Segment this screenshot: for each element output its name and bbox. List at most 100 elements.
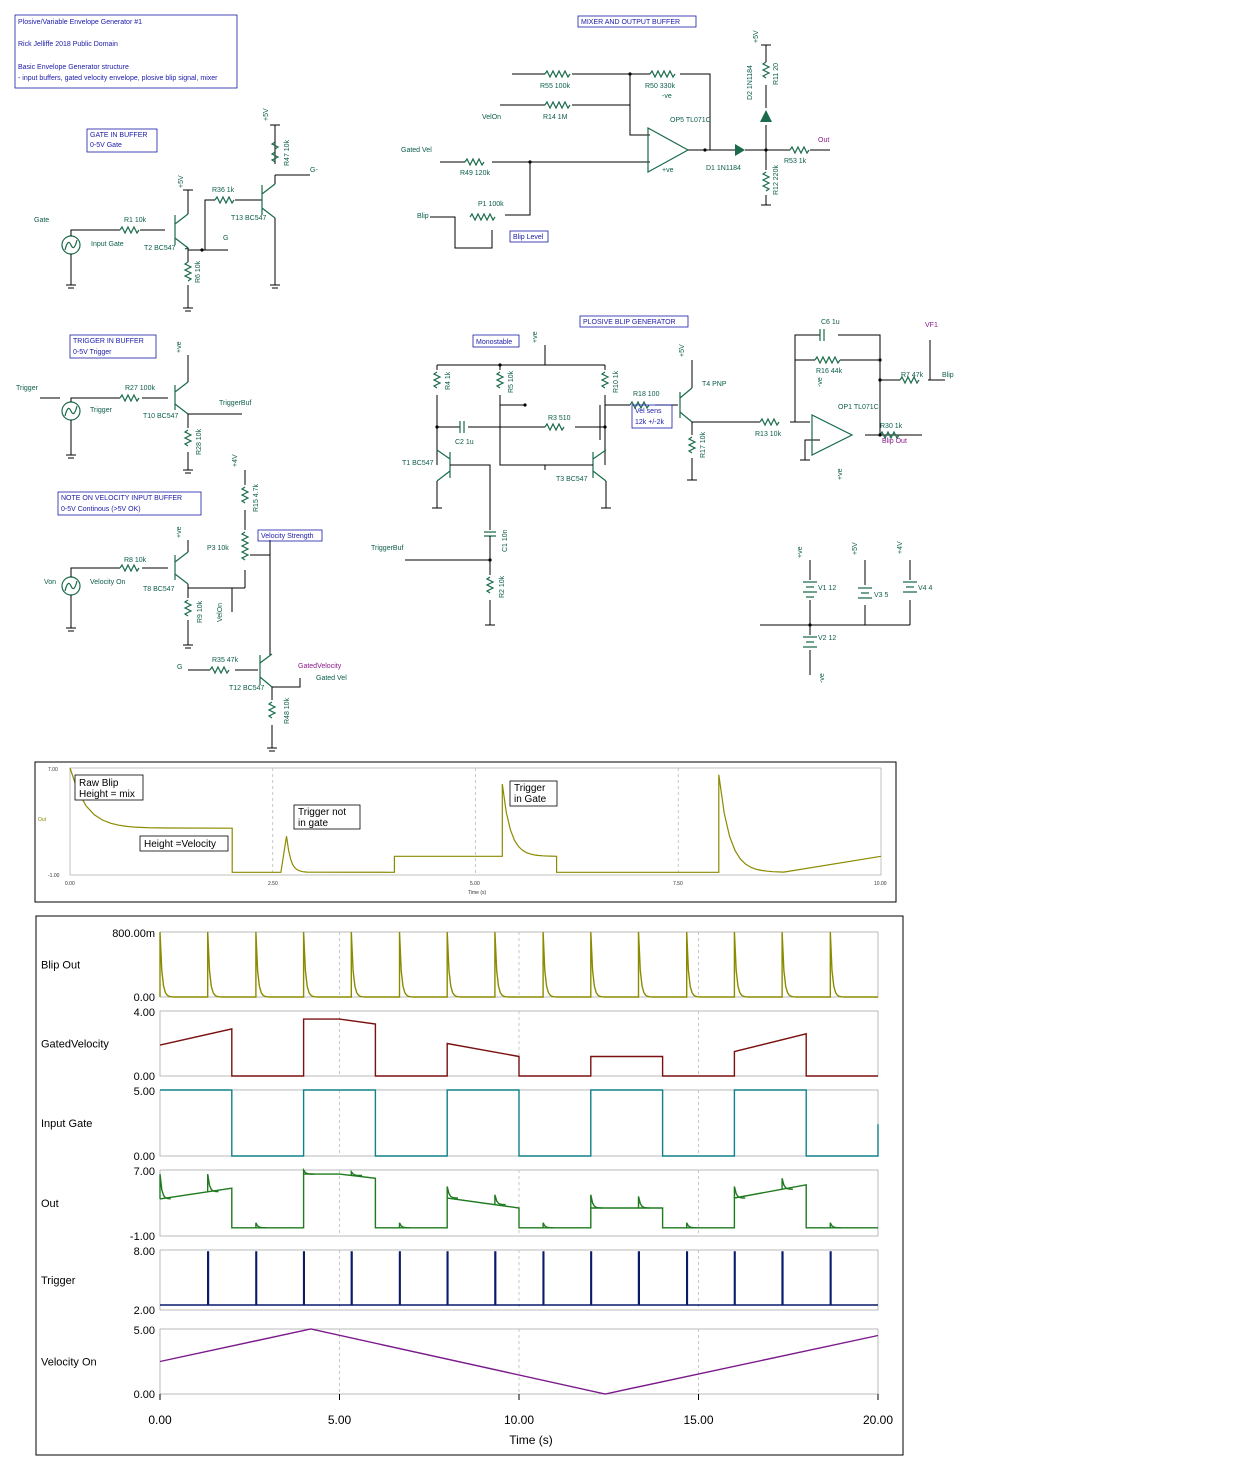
r17-label: R17 10k [700, 431, 707, 458]
series-label-input-gate: Input Gate [41, 1118, 92, 1130]
ytick-bottom-blip-out: 0.00 [134, 992, 155, 1004]
blip-output-label: Blip [942, 372, 954, 379]
power-supplies: +ve V1 12 +5V V3 5 +4V V4 4 V2 12 -ve [760, 541, 933, 683]
trigger-input-label: Trigger [16, 385, 39, 392]
out-spike [207, 1173, 219, 1193]
gate-input-label: Gate [34, 217, 49, 224]
trace-blip-out [159, 931, 878, 998]
g-minus-label: G- [310, 167, 318, 174]
mixer-plus-ve: +ve [662, 167, 674, 174]
mixer-title: MIXER AND OUTPUT BUFFER [581, 19, 680, 26]
r12-label: R12 220k [773, 165, 780, 195]
velocity-buffer-title: NOTE ON VELOCITY INPUT BUFFER [61, 495, 182, 502]
r53-label: R53 1k [784, 158, 807, 165]
mini-xtick-2: 5.00 [470, 881, 480, 887]
trigger-buffer-section: TRIGGER IN BUFFER 0-5V Trigger Trigger R… [16, 334, 251, 474]
trace-out [159, 1173, 878, 1229]
out-label: Out [818, 137, 829, 144]
triggerbuf-label: TriggerBuf [219, 400, 251, 407]
p3-label: P3 10k [207, 545, 229, 552]
mini-xtick-0: 0.00 [65, 881, 75, 887]
r5-label: R5 10k [508, 370, 515, 393]
vel-sens-line2: 12k +/-2k [635, 419, 664, 426]
r35-label: R35 47k [212, 657, 239, 664]
header-line-2: Rick Jelliffe 2018 Public Domain [18, 41, 118, 48]
header-line-4: - input buffers, gated velocity envelope… [18, 75, 218, 82]
svg-text:Height =Velocity: Height =Velocity [144, 839, 216, 850]
velocity-buffer-section: NOTE ON VELOCITY INPUT BUFFER 0-5V Conti… [44, 454, 347, 752]
mini-xlabel: Time (s) [468, 890, 486, 896]
plus4v-label: +4V [232, 454, 239, 467]
d1-label: D1 1N1184 [706, 165, 741, 172]
supply-5v-label: +5V [852, 542, 859, 555]
plosive-minus-ve: -ve [817, 377, 824, 387]
out-spike [494, 1194, 506, 1206]
r16-label: R16 44k [816, 368, 843, 375]
note-height-velocity: Height =Velocity [139, 835, 229, 852]
trigger-source-label: Trigger [90, 407, 113, 414]
header-line-3: Basic Envelope Generator structure [18, 64, 129, 71]
series-label-trigger: Trigger [41, 1275, 76, 1287]
svg-text:Height = mix: Height = mix [79, 789, 135, 800]
gate-buffer-section: GATE IN BUFFER 0-5V Gate Gate R1 10k Inp… [34, 108, 318, 312]
r8-label: R8 10k [124, 557, 147, 564]
trace-velocity-on [159, 1328, 879, 1395]
panel-blip-out: Blip Out 800.00m 0.00 [41, 928, 879, 1004]
series-label-gatedvelocity: GatedVelocity [41, 1039, 109, 1051]
out-spike [398, 1222, 411, 1229]
vf1-label: VF1 [925, 322, 938, 329]
gate-buffer-subtitle: 0-5V Gate [90, 142, 122, 149]
r1-label: R1 10k [124, 217, 147, 224]
velocity-strength-box: Velocity Strength [261, 533, 314, 540]
input-gate-label: Input Gate [91, 241, 124, 248]
velon-label: VelOn [217, 603, 224, 622]
out-spike [542, 1222, 554, 1229]
r50-label: R50 330k [645, 83, 675, 90]
trigger-buffer-title: TRIGGER IN BUFFER [73, 338, 144, 345]
mini-plot: 7.00 Out -1.00 0.00 2.50 5.00 7.50 10.00… [34, 761, 897, 903]
mixer-minus-ve: -ve [662, 93, 672, 100]
svg-text:Raw Blip: Raw Blip [79, 778, 119, 789]
vel-sens-line1: Vel sens [635, 408, 662, 415]
out-spike [350, 1169, 363, 1177]
note-trigger-not-in-gate: Trigger not in gate [293, 804, 361, 830]
v2-label: V2 12 [818, 635, 836, 642]
xtick-label: 20.00 [863, 1413, 893, 1427]
blip-level-box: Blip Level [513, 234, 544, 241]
mini-xtick-3: 7.50 [673, 881, 683, 887]
r13-label: R13 10k [755, 431, 782, 438]
t1-label: T1 BC547 [402, 460, 434, 467]
supply-ve-label: +ve [797, 546, 804, 558]
ytick-top-blip-out: 800.00m [112, 928, 155, 940]
v4-label: V4 4 [918, 585, 933, 592]
mini-ytick-top: 7.00 [48, 767, 58, 773]
r48-label: R48 10k [284, 697, 291, 724]
out-spike [637, 1196, 650, 1209]
series-label-out: Out [41, 1198, 59, 1210]
c1-label: C1 10n [502, 529, 509, 552]
svg-text:Trigger not: Trigger not [298, 807, 346, 818]
r49-label: R49 120k [460, 170, 490, 177]
blip-mixer-label: Blip [417, 213, 429, 220]
out-spike [781, 1178, 793, 1190]
header-box: Plosive/Variable Envelope Generator #1 R… [14, 14, 238, 89]
t2-label: T2 BC547 [144, 245, 176, 252]
trigger-buffer-subtitle: 0-5V Trigger [73, 349, 112, 356]
trigger-ve-label: +ve [176, 341, 183, 353]
series-label-blip-out: Blip Out [41, 960, 80, 972]
xtick-label: 10.00 [504, 1413, 534, 1427]
out-spike [159, 1174, 171, 1200]
series-label-velocity-on: Velocity On [41, 1357, 97, 1369]
mini-signal-label: Out [38, 817, 47, 823]
plosive-section: PLOSIVE BLIP GENERATOR Monostable +ve R4… [371, 315, 954, 626]
r7-label: R7 47k [901, 372, 924, 379]
op1-label: OP1 TL071C [838, 404, 879, 411]
trace-gatedvelocity [159, 1018, 878, 1077]
velon-mixer-label: VelOn [482, 114, 501, 121]
r4-label: R4 1k [445, 371, 452, 390]
svg-text:in gate: in gate [298, 818, 328, 829]
velocity-g-label: G [177, 664, 182, 671]
svg-text:Trigger: Trigger [514, 783, 546, 794]
